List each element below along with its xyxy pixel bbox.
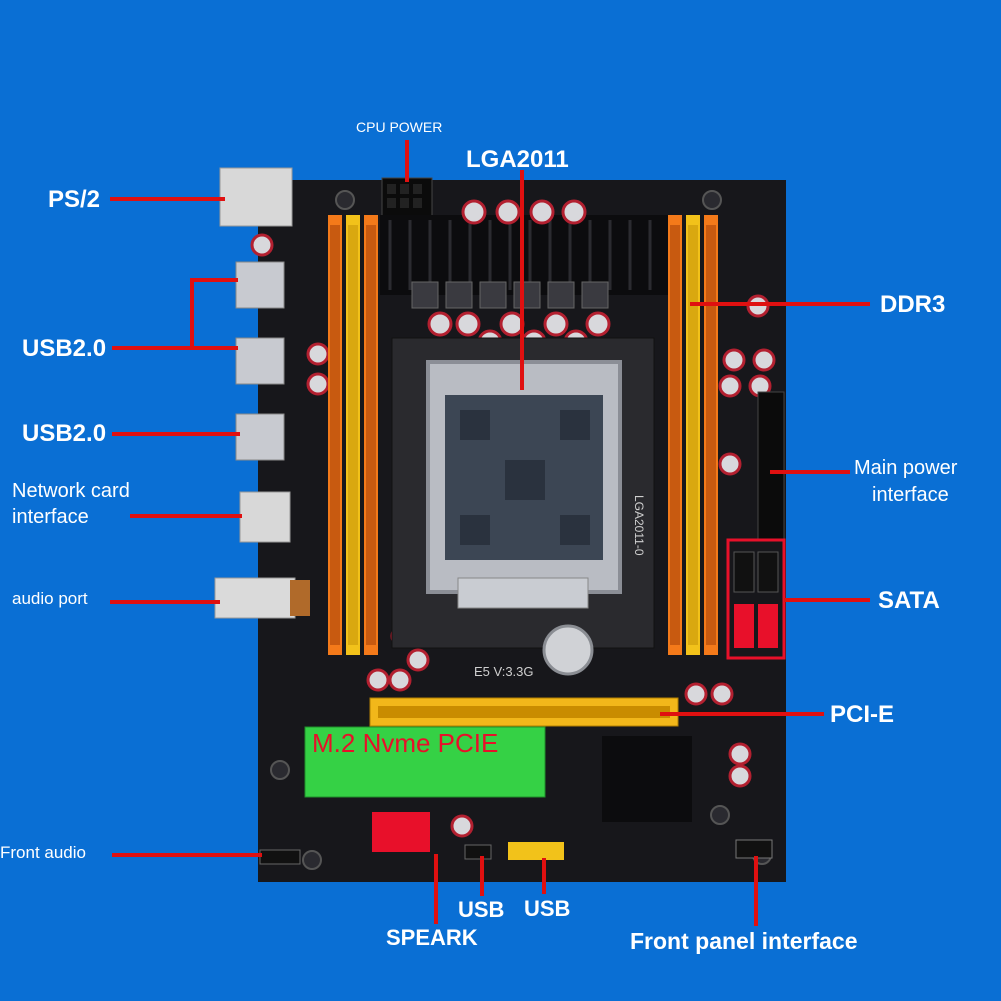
leader-usb-top-v xyxy=(190,278,194,348)
leader-audio xyxy=(110,600,220,604)
ram-slots-left xyxy=(328,215,378,655)
leader-sata xyxy=(784,598,870,602)
sata-port-2 xyxy=(757,551,779,593)
label-front-panel: Front panel interface xyxy=(630,928,858,954)
label-main-power-line1: Main power xyxy=(854,457,958,479)
label-speark: SPEARK xyxy=(386,925,478,950)
front-audio-header xyxy=(259,849,301,865)
sata-port-4 xyxy=(758,604,778,648)
usb-port-2 xyxy=(235,337,285,385)
audio-jack xyxy=(214,577,296,619)
leader-ps2 xyxy=(110,197,225,201)
socket-marking: LGA2011-0 xyxy=(632,495,646,556)
label-usb20-bottom: USB2.0 xyxy=(22,420,107,447)
leader-ddr3 xyxy=(690,302,870,306)
label-usb20-top: USB2.0 xyxy=(22,335,107,362)
leader-usb-right xyxy=(542,858,546,894)
label-pcie: PCI-E xyxy=(830,701,895,728)
usb-port-3 xyxy=(235,413,285,461)
sata-port-1 xyxy=(733,551,755,593)
leader-speark xyxy=(434,854,438,924)
chipset-heatsink xyxy=(602,736,692,822)
leader-usb-left xyxy=(480,856,484,896)
cpu-power-connector xyxy=(381,177,433,217)
label-front-audio: Front audio xyxy=(0,843,86,862)
m2-marking: M.2 Nvme PCIE xyxy=(312,728,498,758)
label-usb-right: USB xyxy=(524,896,571,921)
leader-cpu-power xyxy=(405,140,409,182)
leader-usb-top-h2 xyxy=(112,346,238,350)
leader-front-audio xyxy=(112,853,262,857)
ps2-port xyxy=(219,167,293,227)
ram-slots-right xyxy=(668,215,718,655)
label-network-line1: Network card xyxy=(12,480,130,502)
sata-port-3 xyxy=(734,604,754,648)
label-audio-port: audio port xyxy=(12,589,88,608)
speaker-header xyxy=(372,812,430,852)
label-ddr3: DDR3 xyxy=(880,291,946,318)
usb-header-2 xyxy=(508,842,564,860)
label-main-power-line2: interface xyxy=(872,484,949,506)
leader-front-panel xyxy=(754,856,758,926)
chip-marking: E5 V:3.3G xyxy=(474,664,534,679)
leader-lga2011 xyxy=(520,170,524,390)
label-sata: SATA xyxy=(878,587,940,614)
usb-header-1 xyxy=(464,844,492,860)
label-usb-left: USB xyxy=(458,897,505,922)
leader-network xyxy=(130,514,242,518)
label-cpu-power: CPU POWER xyxy=(356,119,443,135)
leader-pcie xyxy=(660,712,824,716)
mounting-holes xyxy=(270,190,772,870)
leader-main-power xyxy=(770,470,850,474)
leader-usb-top-h1 xyxy=(190,278,238,282)
label-ps2: PS/2 xyxy=(48,186,101,213)
ethernet-port xyxy=(239,491,291,543)
cmos-battery xyxy=(542,624,594,676)
leader-usb-bottom xyxy=(112,432,240,436)
main-power-connector xyxy=(757,391,785,541)
label-network-line2: interface xyxy=(12,506,89,528)
label-lga2011: LGA2011 xyxy=(466,146,569,173)
usb-port-1 xyxy=(235,261,285,309)
m2-slot xyxy=(304,726,546,798)
